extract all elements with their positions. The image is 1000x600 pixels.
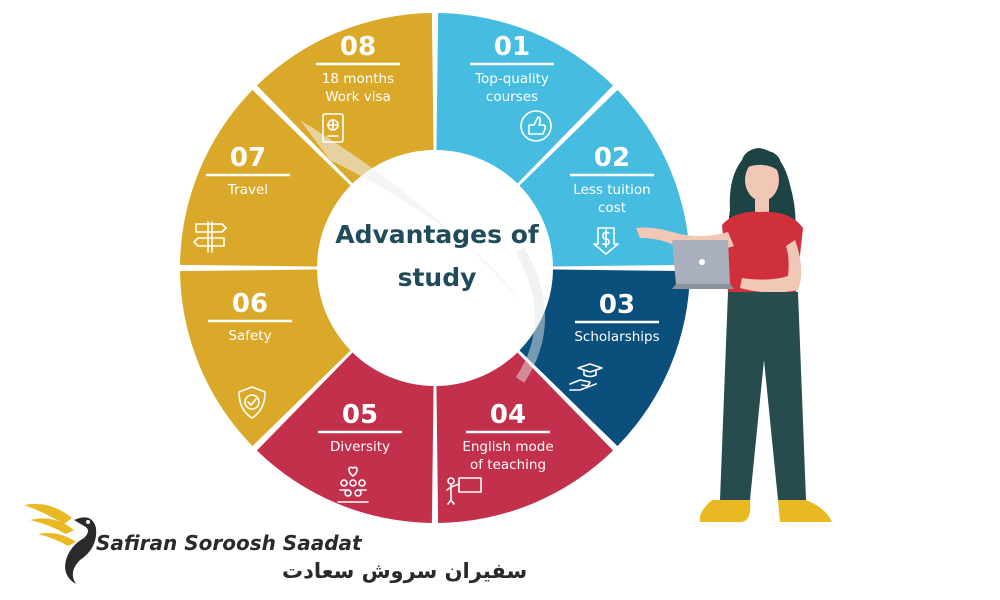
segment-03 [513,269,690,447]
people-group-icon-part [348,466,358,477]
segment-07 [180,89,357,267]
woman-with-laptop-icon [636,148,832,522]
segment-label-line: Work visa [325,89,391,105]
segment-label-line: courses [486,89,538,105]
segment-label-line: of teaching [470,457,546,473]
segment-label-line: Less tuition [573,182,650,198]
price-drop-icon [593,227,619,255]
segment-05 [256,346,434,523]
price-drop-icon-part [593,227,619,255]
segment-08 [256,13,434,190]
segment-label-line: Travel [227,182,268,198]
brand-name-english: Safiran Soroosh Saadat [96,531,363,555]
segment-label-line: Scholarships [574,329,659,345]
shield-check-icon [238,386,266,419]
people-group-icon-part [349,479,357,487]
segment-number: 01 [494,32,530,62]
eagle-logo-icon [24,503,97,584]
segment-06 [180,269,357,447]
segment-label-line: 18 months [322,71,394,87]
brand-name-persian: سفیران سروش سعادت [282,559,527,583]
signpost-icon [193,221,227,253]
advantages-ring [180,13,690,523]
people-group-icon-part [358,479,366,487]
teacher-board-icon-part [446,483,460,505]
teacher-board-icon-part [447,477,455,485]
brand-logo: Safiran Soroosh Saadat سفیران سروش سعادت [24,503,527,584]
shield-check-icon-part [238,386,266,419]
segment-label-line: Diversity [330,439,390,455]
teacher-board-icon [446,477,482,505]
segment-label-line: Safety [228,328,271,344]
segment-label-line: English mode [462,439,553,455]
segment-label-line: cost [598,200,626,216]
passport-icon-part [327,119,339,137]
passport-icon-part [322,113,344,143]
segment-01 [436,13,614,190]
people-group-icon [337,466,369,503]
segment-number: 07 [230,143,266,173]
segment-02 [513,89,690,267]
shield-check-icon-part [247,398,257,406]
price-drop-icon-part [602,229,610,248]
center-hub: Advantages of study [300,120,553,386]
center-title-line-1: Advantages of [335,220,540,249]
thumbs-up-icon-part [528,116,547,135]
segment-number: 02 [594,143,630,173]
passport-icon [322,113,344,143]
segment-number: 05 [342,400,378,430]
teacher-board-icon-part [458,477,482,493]
signpost-icon-part [193,221,227,253]
graduation-hand-icon-part [569,379,597,391]
graduation-hand-icon-part [577,363,603,378]
shield-check-icon-part [244,394,260,410]
people-group-icon-part [340,479,348,487]
segment-number: 06 [232,289,268,319]
graduation-hand-icon [569,363,603,391]
thumbs-up-icon-part [520,110,552,142]
segment-number: 08 [340,32,376,62]
segment-label-line: Top-quality [474,71,549,87]
segment-number: 04 [490,400,526,430]
thumbs-up-icon [520,110,552,142]
center-title-line-2: study [398,263,477,292]
people-group-icon-part [337,489,369,503]
segment-number: 03 [599,290,635,320]
